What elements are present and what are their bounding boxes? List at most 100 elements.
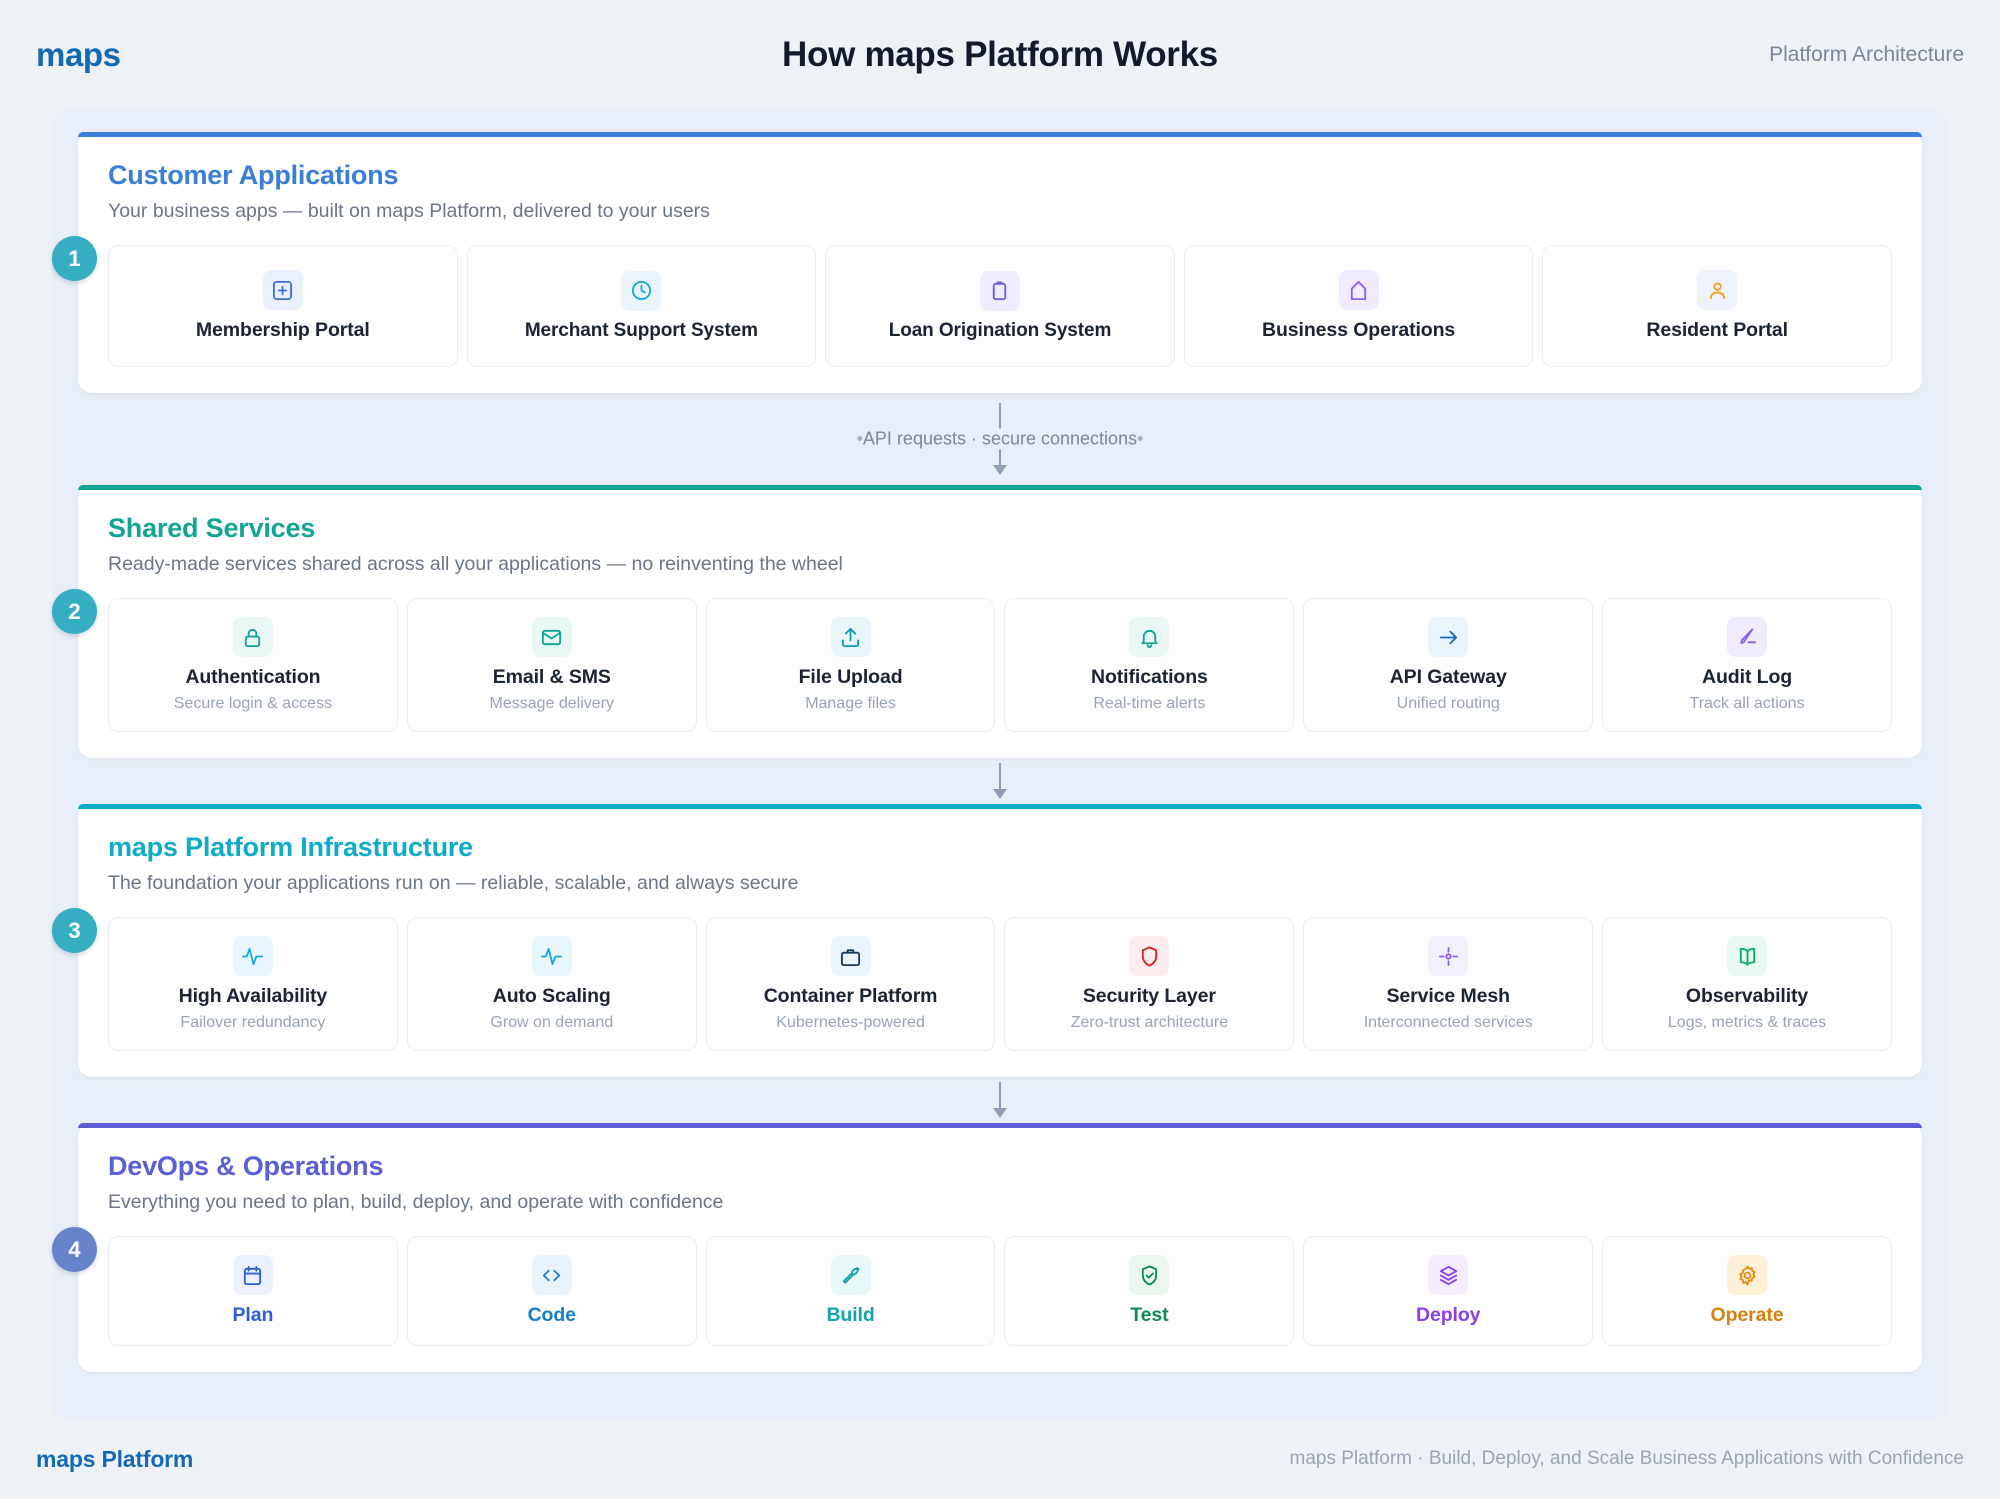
plus-square-icon — [262, 270, 303, 310]
card-label: Service Mesh — [1386, 985, 1510, 1007]
mail-icon — [531, 617, 572, 657]
footer-brand: maps Platform — [36, 1445, 194, 1472]
user-icon — [1697, 270, 1738, 310]
gear-icon — [1727, 1255, 1768, 1295]
card-item[interactable]: Test — [1004, 1236, 1295, 1346]
card-label: API Gateway — [1389, 666, 1507, 688]
card-description: Failover redundancy — [180, 1014, 326, 1031]
section-subtitle: The foundation your applications run on … — [108, 872, 799, 894]
section-title: Shared Services — [108, 513, 316, 543]
card-label: Audit Log — [1702, 666, 1793, 688]
card-item[interactable]: Code — [406, 1236, 697, 1346]
shield-check-icon — [1129, 1255, 1170, 1295]
card-label: Test — [1130, 1304, 1169, 1326]
bullet-right-icon: • — [1137, 428, 1144, 449]
card-label: File Upload — [798, 666, 903, 688]
lock-icon — [232, 617, 273, 657]
card-description: Kubernetes-powered — [776, 1014, 925, 1031]
footer-note: maps Platform · Build, Deploy, and Scale… — [1289, 1448, 1965, 1469]
node-icon — [1428, 936, 1469, 976]
arrow-down-icon — [993, 763, 1007, 799]
arrow-head — [993, 789, 1007, 799]
bell-icon — [1129, 617, 1170, 657]
card-label: Operate — [1710, 1304, 1784, 1326]
footer: maps Platform maps Platform · Build, Dep… — [0, 1419, 2000, 1499]
card-label: Code — [527, 1304, 576, 1326]
header-subtitle: Platform Architecture — [1769, 43, 1964, 66]
card-description: Zero-trust architecture — [1070, 1014, 1229, 1031]
card-item[interactable]: Operate — [1602, 1236, 1892, 1346]
page-title: How maps Platform Works — [782, 35, 1218, 74]
section-connector — [78, 1077, 1922, 1123]
card-label: Email & SMS — [492, 666, 611, 688]
card-description: Grow on demand — [490, 1014, 614, 1031]
step-badge-1: 1 — [52, 236, 97, 281]
card-label: Resident Portal — [1646, 319, 1788, 341]
card-label: Observability — [1685, 985, 1809, 1007]
connector-label: •API requests · secure connections• — [844, 428, 1156, 450]
card-item[interactable]: Plan — [108, 1236, 398, 1346]
clock-icon — [621, 270, 662, 311]
card-item[interactable]: Deploy — [1303, 1236, 1594, 1346]
upload-icon — [830, 617, 871, 657]
calendar-icon — [232, 1255, 273, 1295]
card-item[interactable]: Email & SMS Message delivery — [406, 598, 697, 732]
card-label: Build — [826, 1304, 875, 1326]
section-subtitle: Ready-made services shared across all yo… — [108, 553, 843, 575]
card-label: Security Layer — [1082, 985, 1216, 1007]
bullet-left-icon: • — [856, 428, 863, 449]
card-label: High Availability — [178, 985, 328, 1007]
card-description: Logs, metrics & traces — [1667, 1014, 1827, 1031]
brand-logo: maps — [36, 36, 121, 73]
card-description: Message delivery — [489, 695, 614, 712]
card-label: Loan Origination System — [888, 319, 1112, 341]
card-label: Plan — [232, 1304, 274, 1326]
card-item[interactable]: Merchant Support System — [466, 245, 817, 367]
card-item[interactable]: Loan Origination System — [825, 245, 1175, 367]
step-badge-4: 4 — [52, 1227, 97, 1272]
activity-icon — [232, 936, 273, 976]
briefcase-icon — [830, 936, 871, 976]
card-description: Secure login & access — [173, 695, 333, 712]
section-subtitle: Your business apps — built on maps Platf… — [108, 200, 710, 222]
arrow-down-icon — [993, 1082, 1007, 1118]
code-icon — [531, 1255, 572, 1295]
card-label: Business Operations — [1261, 319, 1456, 341]
card-item[interactable]: Business Operations — [1183, 245, 1534, 367]
shield-icon — [1129, 936, 1170, 976]
step-badge-2: 2 — [52, 589, 97, 634]
arrow-right-icon — [1428, 617, 1469, 657]
card-description: Track all actions — [1689, 695, 1805, 712]
home-icon — [1338, 270, 1379, 310]
connector-label-right: secure connections — [981, 428, 1138, 449]
layers-icon — [1428, 1255, 1469, 1295]
card-label: Container Platform — [763, 985, 938, 1007]
card-label: Notifications — [1091, 666, 1208, 688]
card-item[interactable]: Build — [705, 1236, 996, 1346]
card-label: Auto Scaling — [492, 985, 611, 1007]
connector-label-left: API requests — [862, 428, 966, 449]
card-item[interactable]: Resident Portal — [1542, 245, 1892, 367]
card-item[interactable]: Membership Portal — [108, 245, 458, 367]
arrow-head — [993, 1108, 1007, 1118]
